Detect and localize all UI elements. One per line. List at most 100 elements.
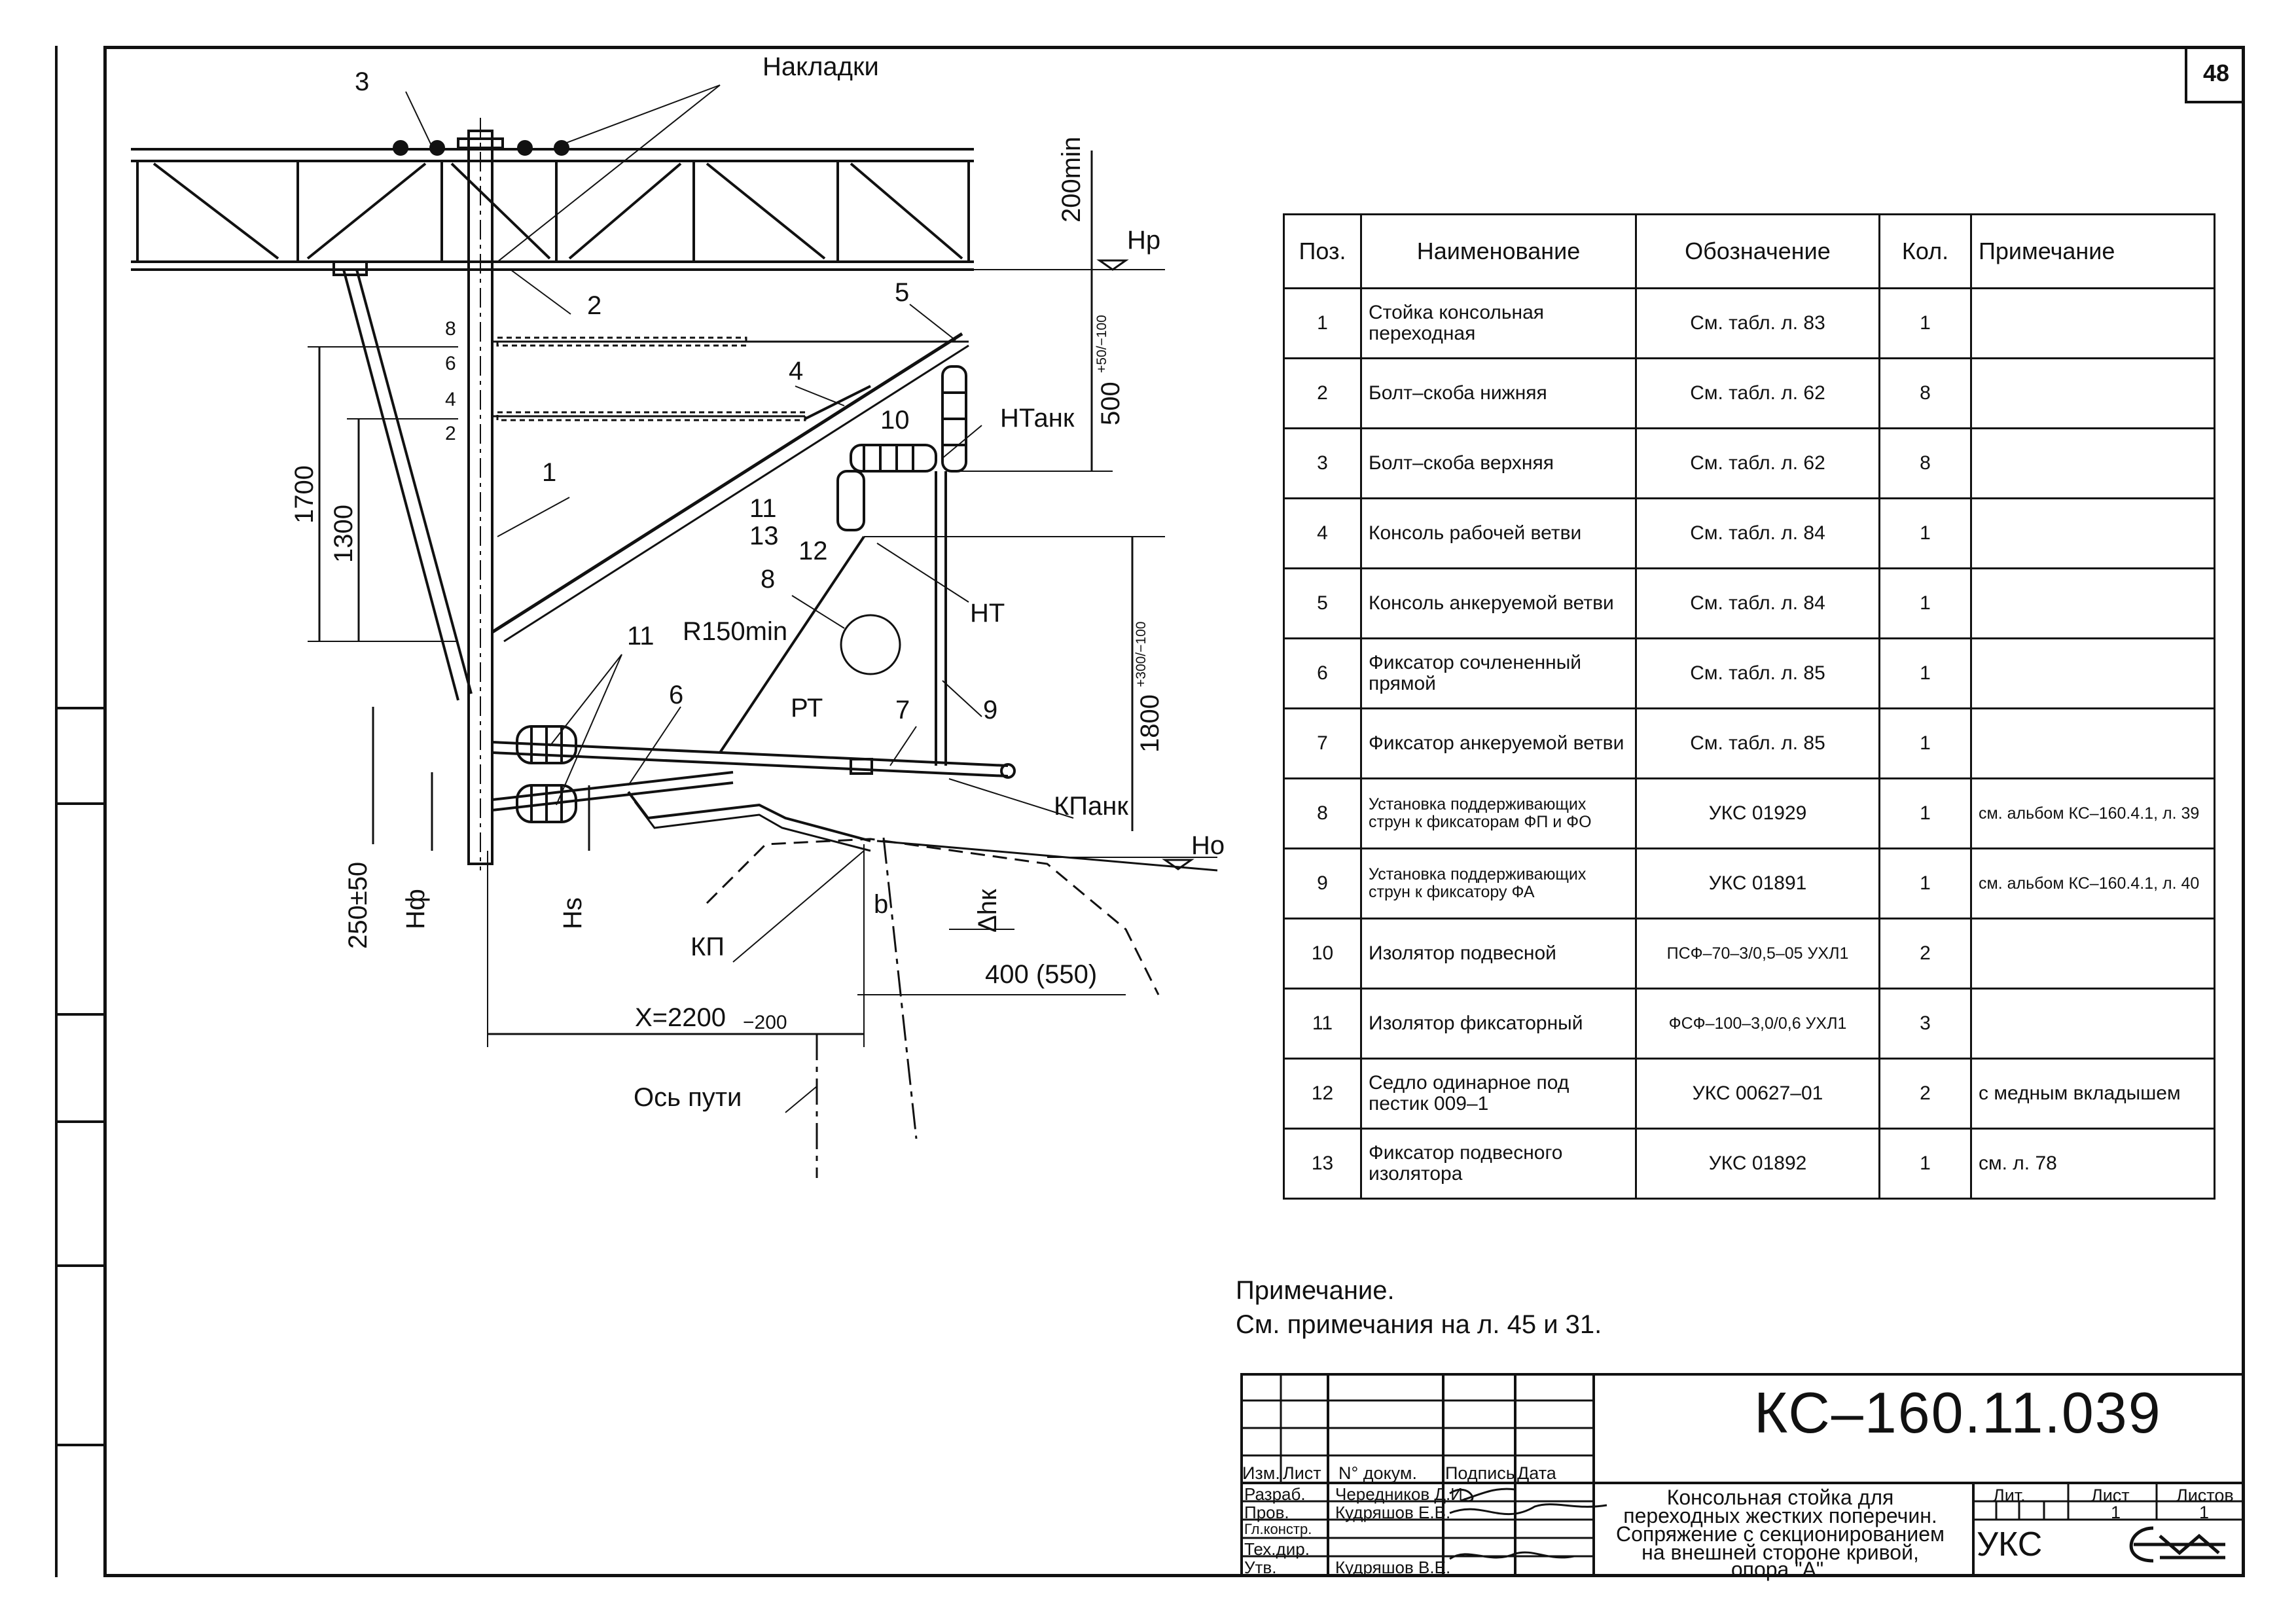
label-pos-13: 13 (749, 522, 779, 550)
label-b: b (874, 890, 888, 919)
row-qty: 1 (1878, 1128, 1972, 1200)
sidebar-line-outer (55, 46, 58, 1577)
table-row: 1 Стойка консольная переходная См. табл.… (1283, 287, 2215, 359)
table-row: 13 Фиксатор подвесного изолятора УКС 018… (1283, 1128, 2215, 1200)
row-pos: 8 (1283, 777, 1362, 849)
row-qty: 1 (1878, 847, 1972, 919)
label-tick-8: 8 (445, 318, 456, 340)
row-note: см. альбом КС–160.4.1, л. 40 (1970, 847, 2215, 919)
spec-header-row: Поз. Наименование Обозначение Кол. Приме… (1283, 213, 2215, 289)
row-name: Установка поддерживающих струн к фиксато… (1360, 777, 1637, 849)
row-name: Стойка консольная переходная (1360, 287, 1637, 359)
label-ho: Ho (1191, 831, 1225, 860)
row-name: Фиксатор сочлененный прямой (1360, 637, 1637, 709)
row-pos: 13 (1283, 1128, 1362, 1200)
sidebar-divider-3 (55, 1013, 106, 1016)
label-pos-10: 10 (880, 406, 910, 435)
row-qty: 8 (1878, 357, 1972, 429)
header-note: Примечание (1970, 213, 2215, 289)
row-note (1970, 357, 2215, 429)
stamp-header-list: Лист (1283, 1463, 1321, 1483)
label-dim-200min: 200min (1057, 137, 1086, 223)
org-name: УКС (1977, 1525, 2043, 1563)
stamp-sheets-label: Листов (2176, 1486, 2234, 1505)
row-name: Изолятор подвесной (1360, 918, 1637, 990)
sidebar-divider-5 (55, 1264, 106, 1267)
row-note: см. альбом КС–160.4.1, л. 39 (1970, 777, 2215, 849)
stamp-role: Гл.констр. (1244, 1521, 1312, 1537)
table-row: 7 Фиксатор анкеруемой ветви См. табл. л.… (1283, 707, 2215, 779)
row-pos: 3 (1283, 427, 1362, 499)
row-pos: 7 (1283, 707, 1362, 779)
label-dim-1800: 1800 (1136, 694, 1164, 753)
note-text: См. примечания на л. 45 и 31. (1236, 1310, 1602, 1339)
drawing-code: КС–160.11.039 (1754, 1380, 2162, 1445)
header-name: Наименование (1360, 213, 1637, 289)
table-row: 6 Фиксатор сочлененный прямой См. табл. … (1283, 637, 2215, 709)
table-row: 11 Изолятор фиксаторный ФСФ–100–3,0/0,6 … (1283, 988, 2215, 1060)
label-pos-4: 4 (789, 357, 803, 385)
stamp-role: Тех.дир. (1244, 1539, 1310, 1559)
stamp-title-line: опора "А". (1731, 1558, 1830, 1581)
row-qty: 1 (1878, 497, 1972, 569)
sidebar-divider-1 (55, 707, 106, 709)
stamp-name: Чередников Д.И. (1335, 1484, 1468, 1504)
row-qty: 1 (1878, 707, 1972, 779)
stamp-title-line: Консольная стойка для (1666, 1486, 1894, 1509)
row-pos: 2 (1283, 357, 1362, 429)
row-code: УКС 00627–01 (1635, 1058, 1880, 1130)
row-code: См. табл. л. 62 (1635, 427, 1880, 499)
title-block-grid (1240, 1373, 2245, 1577)
row-name: Установка поддерживающих струн к фиксато… (1360, 847, 1637, 919)
row-code: См. табл. л. 84 (1635, 567, 1880, 639)
row-name: Болт–скоба верхняя (1360, 427, 1637, 499)
row-note (1970, 497, 2215, 569)
label-axis: Ось пути (634, 1083, 742, 1112)
label-dim-1300: 1300 (329, 505, 358, 563)
row-qty: 2 (1878, 1058, 1972, 1130)
row-pos: 1 (1283, 287, 1362, 359)
label-dim-400: 400 (550) (985, 960, 1097, 989)
label-dhk: Δhк (973, 889, 1002, 933)
label-pos-11a: 11 (749, 494, 777, 523)
row-pos: 6 (1283, 637, 1362, 709)
label-tick-6: 6 (445, 353, 456, 374)
label-tick-2: 2 (445, 423, 456, 444)
label-pos-6: 6 (669, 681, 683, 709)
signature-mark (1449, 1488, 1607, 1560)
stamp-title-line: Сопряжение с секционированием (1615, 1522, 1945, 1546)
row-note (1970, 567, 2215, 639)
row-code: УКС 01891 (1635, 847, 1880, 919)
header-pos: Поз. (1283, 213, 1362, 289)
sidebar-divider-6 (55, 1444, 106, 1446)
row-name: Седло одинарное под пестик 009–1 (1360, 1058, 1637, 1130)
table-row: 12 Седло одинарное под пестик 009–1 УКС … (1283, 1058, 2215, 1130)
table-row: 2 Болт–скоба нижняя См. табл. л. 62 8 (1283, 357, 2215, 429)
row-code: УКС 01892 (1635, 1128, 1880, 1200)
label-pos-11b: 11 (627, 622, 655, 651)
stamp-header-doc: N° докум. (1338, 1463, 1417, 1483)
row-code: См. табл. л. 85 (1635, 637, 1880, 709)
table-row: 8 Установка поддерживающих струн к фикса… (1283, 777, 2215, 849)
label-dim-1800-tol: +300/−100 (1134, 622, 1149, 687)
row-qty: 8 (1878, 427, 1972, 499)
row-pos: 10 (1283, 918, 1362, 990)
label-pos-3: 3 (355, 67, 369, 96)
sheet-border (103, 46, 2245, 1577)
spec-table: Поз. Наименование Обозначение Кол. Приме… (1283, 213, 2215, 1200)
row-qty: 1 (1878, 567, 1972, 639)
label-tick-4: 4 (445, 389, 456, 410)
table-row: 4 Консоль рабочей ветви См. табл. л. 84 … (1283, 497, 2215, 569)
row-note (1970, 918, 2215, 990)
label-pos-2: 2 (587, 291, 601, 320)
row-pos: 9 (1283, 847, 1362, 919)
row-note: см. л. 78 (1970, 1128, 2215, 1200)
label-hf: Hф (401, 889, 430, 929)
row-code: ПСФ–70–3/0,5–05 УХЛ1 (1635, 918, 1880, 990)
label-hp: Hp (1127, 226, 1160, 255)
row-code: УКС 01929 (1635, 777, 1880, 849)
row-qty: 1 (1878, 777, 1972, 849)
row-note: с медным вкладышем (1970, 1058, 2215, 1130)
row-pos: 5 (1283, 567, 1362, 639)
stamp-header-date: Дата (1517, 1463, 1556, 1483)
